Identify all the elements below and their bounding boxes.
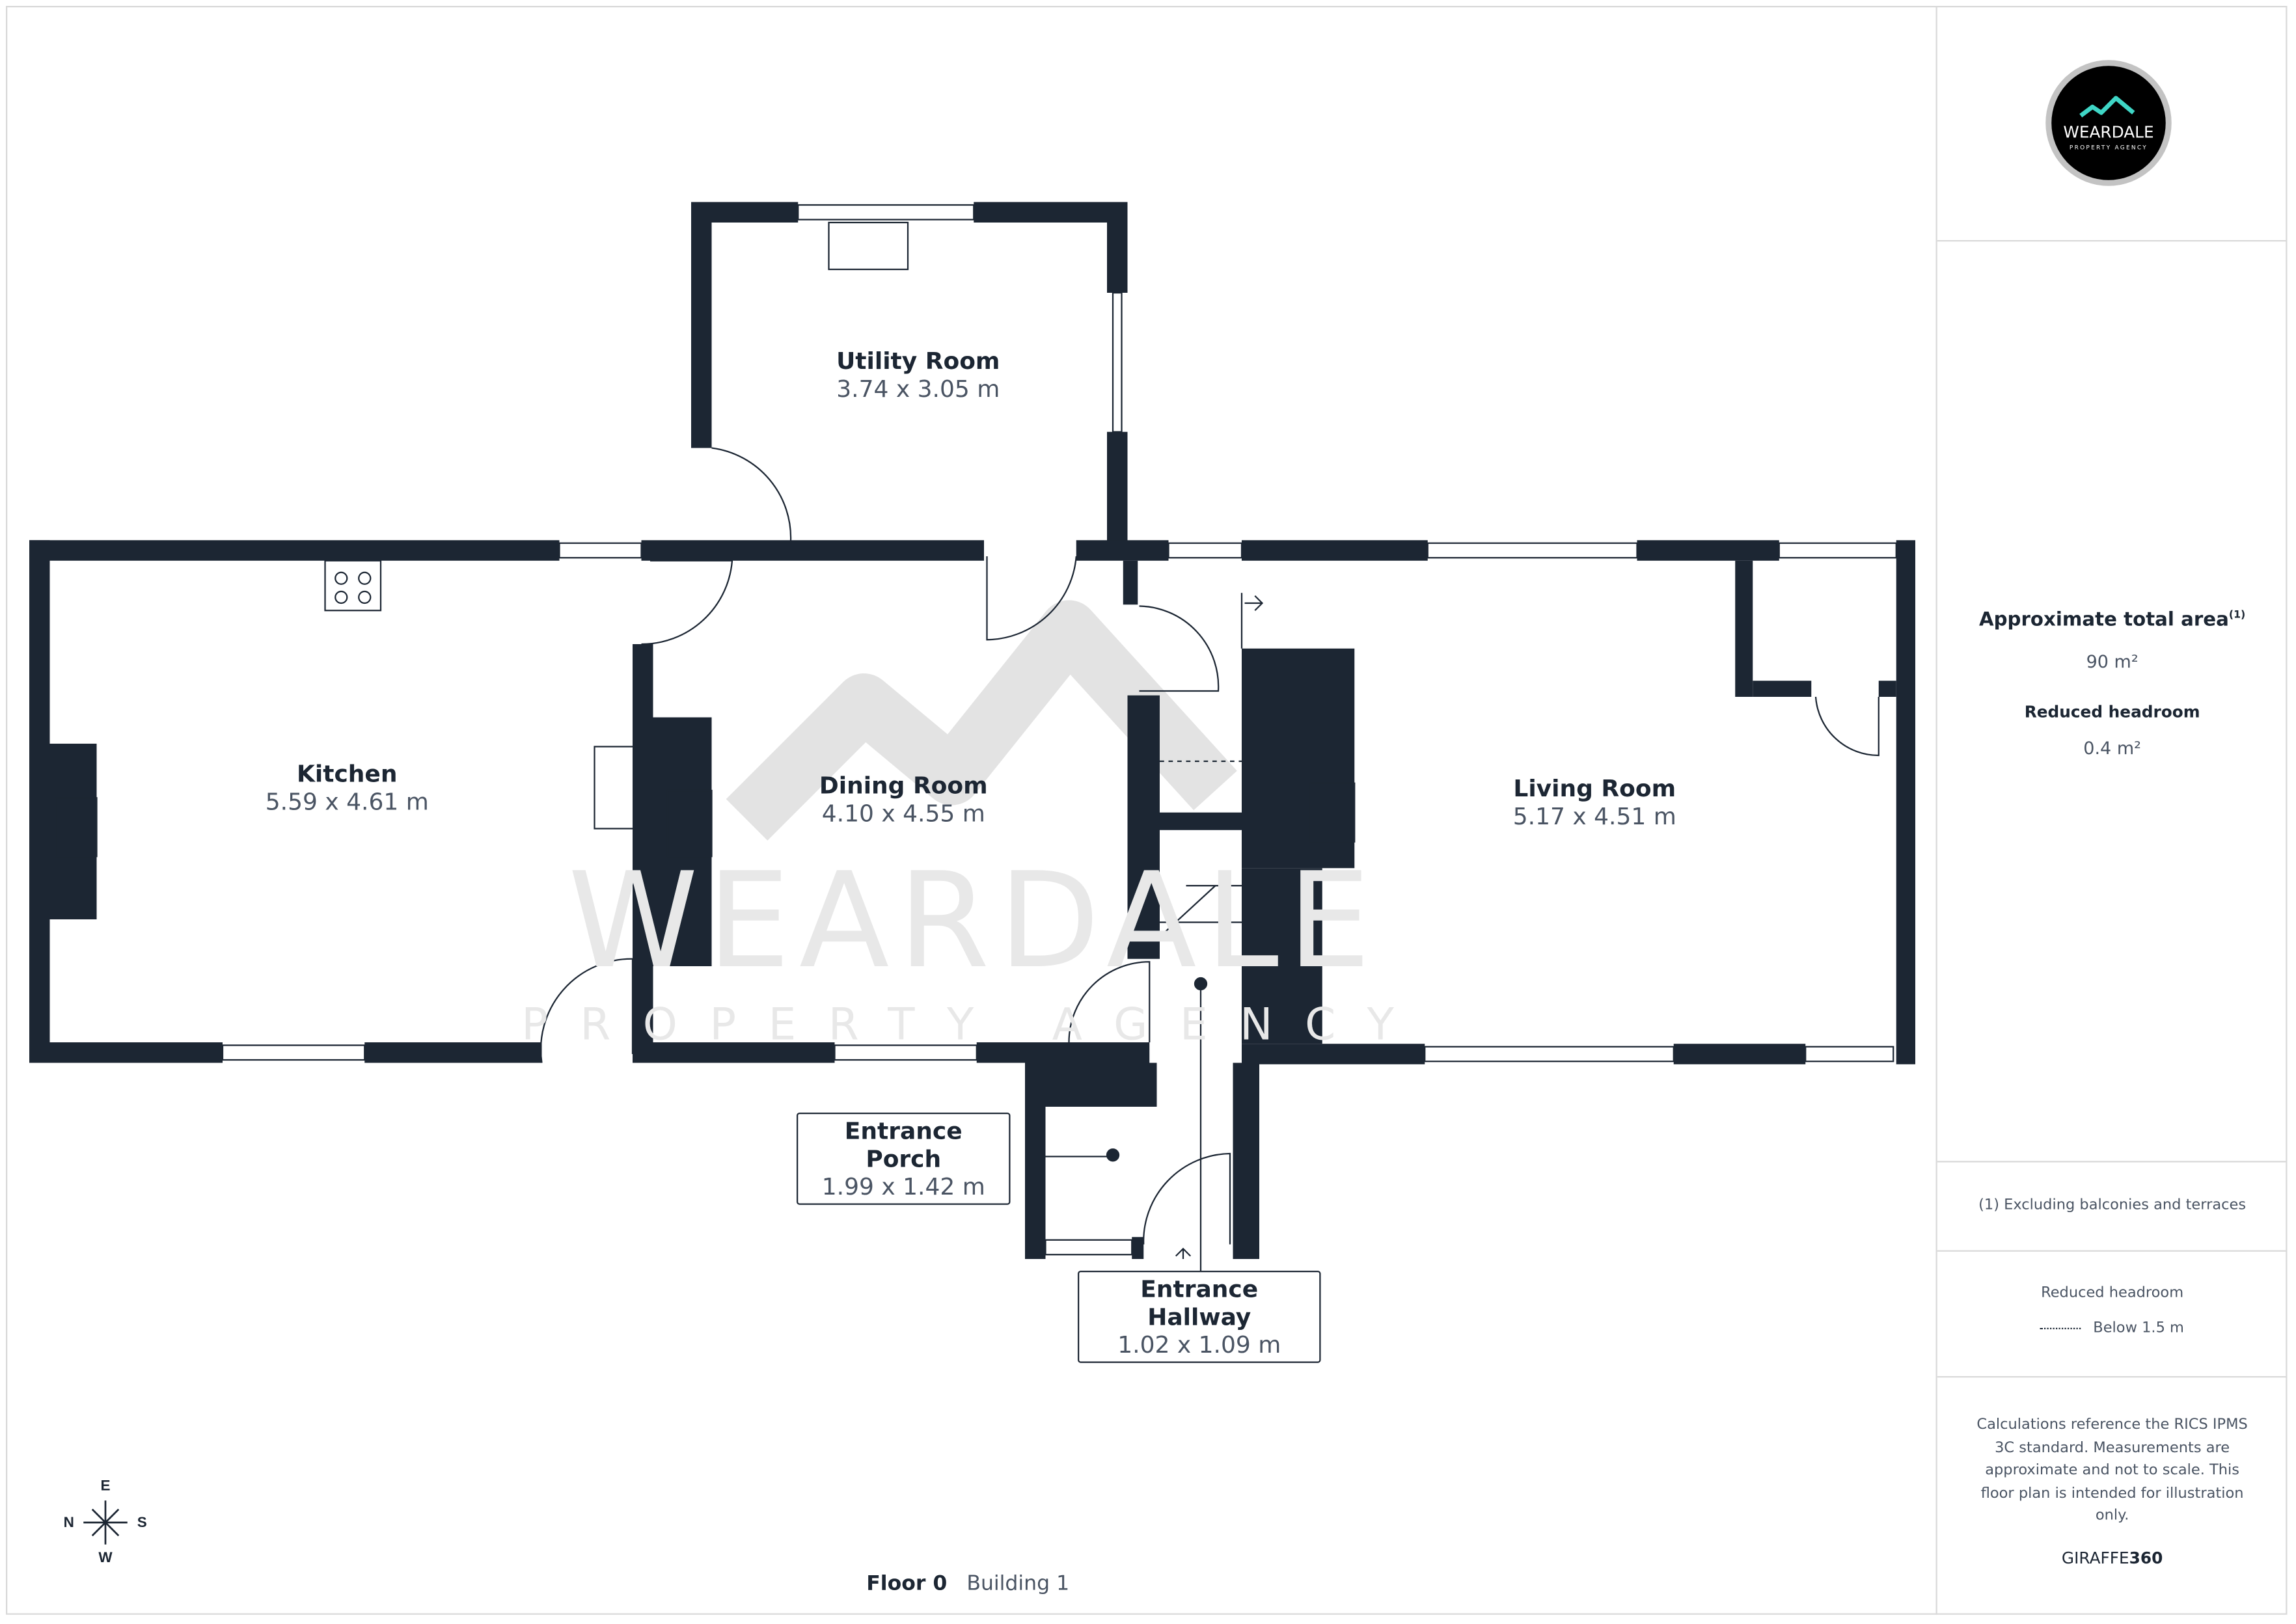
area-value: 90 m² xyxy=(2086,651,2139,672)
reduced-value: 0.4 m² xyxy=(2083,738,2141,759)
area-sup: (1) xyxy=(2228,609,2246,621)
logo-section: WEARDALE PROPERTY AGENCY xyxy=(1937,6,2288,242)
floor-label: Floor 0 xyxy=(866,1572,948,1596)
floor-footer: Floor 0 Building 1 xyxy=(0,1573,1936,1596)
watermark-text: WEARDALE xyxy=(568,844,1380,997)
walls xyxy=(29,202,1915,1259)
room-dims: 5.59 x 4.61 m xyxy=(265,787,429,816)
disclaimer: Calculations reference the RICS IPMS 3C … xyxy=(1976,1417,2248,1524)
room-dims: 5.17 x 4.51 m xyxy=(1512,802,1676,830)
compass-w: W xyxy=(98,1549,113,1565)
room-name: Dining Room xyxy=(819,771,988,800)
room-name: Entrance Hallway xyxy=(1140,1275,1259,1331)
logo-name: WEARDALE xyxy=(2063,123,2154,142)
legend-title: Reduced headroom xyxy=(2041,1285,2184,1302)
floor-plan: WEARDALE PROPERTY AGENCY E W N S xyxy=(29,202,1915,1565)
area-section: Approximate total area(1) 90 m² Reduced … xyxy=(1937,240,2288,1163)
room-dims: 1.02 x 1.09 m xyxy=(1117,1331,1281,1359)
disclaimer-section: Calculations reference the RICS IPMS 3C … xyxy=(1937,1376,2288,1615)
watermark xyxy=(726,600,1237,841)
legend-section: Reduced headroom Below 1.5 m xyxy=(1937,1251,2288,1378)
doors-and-fixtures xyxy=(55,204,1897,1271)
compass-s: S xyxy=(137,1514,147,1530)
credit-b: 360 xyxy=(2129,1549,2163,1568)
page-frame xyxy=(6,6,2288,1615)
room-name: Utility Room xyxy=(836,347,1000,375)
room-dims: 1.99 x 1.42 m xyxy=(821,1172,985,1200)
room-dims: 3.74 x 3.05 m xyxy=(836,375,1000,403)
compass-n: N xyxy=(64,1514,74,1530)
info-panel: WEARDALE PROPERTY AGENCY Approximate tot… xyxy=(1935,6,2288,1615)
room-name: Kitchen xyxy=(297,759,398,788)
legend-item: Below 1.5 m xyxy=(2093,1320,2184,1337)
area-label: Approximate total area xyxy=(1978,609,2229,632)
watermark-tagline: PROPERTY AGENCY xyxy=(521,999,1426,1050)
compass-e: E xyxy=(100,1478,110,1494)
credit: GIRAFFE360 xyxy=(1937,1549,2288,1568)
brand-logo: WEARDALE PROPERTY AGENCY xyxy=(2045,60,2172,186)
room-name: Entrance Porch xyxy=(844,1116,963,1173)
building-label: Building 1 xyxy=(966,1572,1070,1596)
room-dims: 4.10 x 4.55 m xyxy=(821,799,985,828)
compass-icon: E W N S xyxy=(64,1478,147,1565)
room-name: Living Room xyxy=(1513,774,1676,802)
reduced-label: Reduced headroom xyxy=(2024,703,2200,722)
logo-tagline: PROPERTY AGENCY xyxy=(2069,143,2148,151)
credit-a: GIRAFFE xyxy=(2061,1549,2129,1568)
dotted-line-icon xyxy=(2040,1327,2082,1329)
footnote: (1) Excluding balconies and terraces xyxy=(1937,1161,2288,1252)
